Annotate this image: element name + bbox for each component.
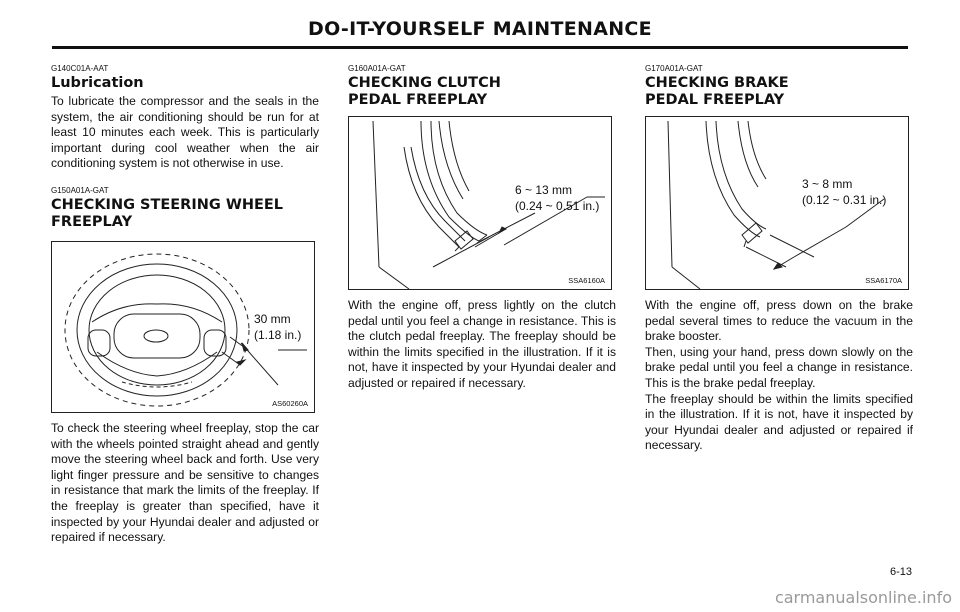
header-rule bbox=[52, 46, 908, 49]
steering-wheel-figure: 30 mm (1.18 in.) AS60260A bbox=[51, 240, 315, 413]
clutch-text: With the engine off, press lightly on th… bbox=[348, 298, 616, 390]
clutch-dim-in: (0.24 ~ 0.51 in.) bbox=[515, 199, 600, 213]
clutch-dim-mm: 6 ~ 13 mm bbox=[515, 183, 573, 197]
column-right: G170A01A-GAT CHECKING BRAKE PEDAL FREEPL… bbox=[645, 58, 913, 454]
steering-text: To check the steering wheel freeplay, st… bbox=[51, 420, 319, 545]
brake-dim-mm: 3 ~ 8 mm bbox=[802, 177, 853, 191]
steering-dim-in: (1.18 in.) bbox=[254, 327, 302, 342]
brake-pedal-figure: 3 ~ 8 mm (0.12 ~ 0.31 in.) SSA6170A bbox=[645, 116, 909, 290]
lubrication-title: Lubrication bbox=[51, 75, 144, 91]
brake-code: G170A01A-GAT bbox=[645, 64, 703, 73]
clutch-title: CHECKING CLUTCH PEDAL FREEPLAY bbox=[348, 75, 501, 108]
brake-text-3: The freeplay should be within the limits… bbox=[645, 391, 913, 453]
clutch-pedal-figure: 6 ~ 13 mm (0.24 ~ 0.51 in.) SSA6160A bbox=[348, 116, 612, 290]
steering-code: G150A01A-GAT bbox=[51, 185, 109, 195]
clutch-figure-ref: SSA6160A bbox=[568, 276, 605, 285]
clutch-code: G160A01A-GAT bbox=[348, 64, 406, 73]
lubrication-code: G140C01A-AAT bbox=[51, 64, 109, 73]
steering-title: CHECKING STEERING WHEEL FREEPLAY bbox=[51, 196, 284, 230]
page-number: 6-13 bbox=[889, 566, 912, 578]
clutch-pedal-illustration bbox=[372, 120, 605, 289]
steering-wheel-illustration bbox=[64, 253, 307, 407]
steering-figure-ref: AS60260A bbox=[272, 398, 308, 408]
column-middle: G160A01A-GAT CHECKING CLUTCH PEDAL FREEP… bbox=[348, 58, 616, 392]
lubrication-text: To lubricate the compressor and the seal… bbox=[51, 94, 319, 171]
steering-dim-mm: 30 mm bbox=[254, 311, 291, 326]
page-header: DO-IT-YOURSELF MAINTENANCE bbox=[308, 18, 652, 40]
column-left: G140C01A-AAT Lubrication To lubricate th… bbox=[51, 58, 319, 546]
brake-text-2: Then, using your hand, press down slowly… bbox=[645, 344, 913, 390]
brake-title: CHECKING BRAKE PEDAL FREEPLAY bbox=[645, 75, 789, 108]
watermark-link[interactable]: carmanualsonline.info bbox=[774, 588, 952, 607]
brake-figure-ref: SSA6170A bbox=[865, 276, 902, 285]
brake-pedal-illustration bbox=[667, 120, 885, 289]
brake-dim-in: (0.12 ~ 0.31 in.) bbox=[802, 193, 887, 207]
brake-text-1: With the engine off, press down on the b… bbox=[645, 298, 913, 344]
